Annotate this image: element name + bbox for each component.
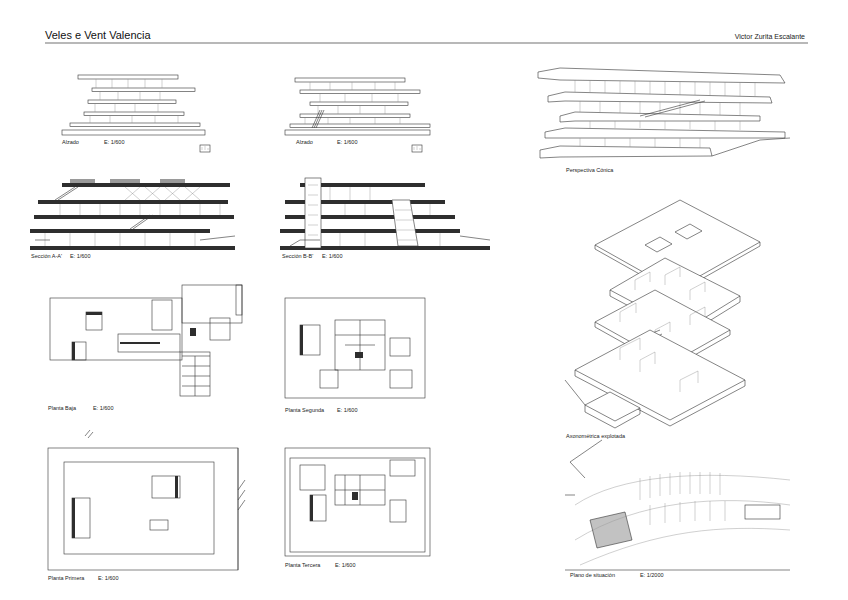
scale-note: E: 1/600 [93,405,114,411]
section-drawing [30,179,235,250]
scale-note: E: 1/600 [335,562,356,568]
elevation-drawing [285,78,430,152]
site-plan [565,440,790,570]
elevation-drawing [62,75,210,152]
drawing-caption: Axonométrica explotada [566,433,625,439]
perspective-drawing [538,68,790,158]
floor-plan [48,430,245,570]
scale-note: E: 1/600 [98,575,119,581]
floor-plan [285,298,425,398]
drawing-caption: Planta Segunda [285,407,324,413]
drawing-caption: Alzado [296,139,313,145]
section-drawing [280,178,490,250]
exploded-axonometric [565,200,760,428]
drawing-caption: Planta Tercera [285,562,320,568]
drawing-caption: Planta Primera [48,575,84,581]
drawing-caption: Alzado [62,139,79,145]
drawing-caption: Sección A-A' [31,253,62,259]
drawing-caption: Planta Baja [48,405,76,411]
scale-note: E: 1/600 [104,139,125,145]
drawing-caption: Perspectiva Cónica [566,167,613,173]
floor-plan [285,448,430,556]
author-name: Victor Zurita Escalante [735,33,805,41]
drawing-caption: Sección B-B' [282,253,313,259]
floor-plan [50,285,242,396]
scale-note: E: 1/2000 [640,572,664,578]
scale-note: E: 1/600 [337,139,358,145]
scale-note: E: 1/600 [322,253,343,259]
header-rule [45,43,808,44]
scale-note: E: 1/600 [337,407,358,413]
drawing-caption: Plano de situación [570,572,615,578]
sheet-title: Veles e Vent Valencia [45,29,151,41]
scale-note: E: 1/600 [70,253,91,259]
